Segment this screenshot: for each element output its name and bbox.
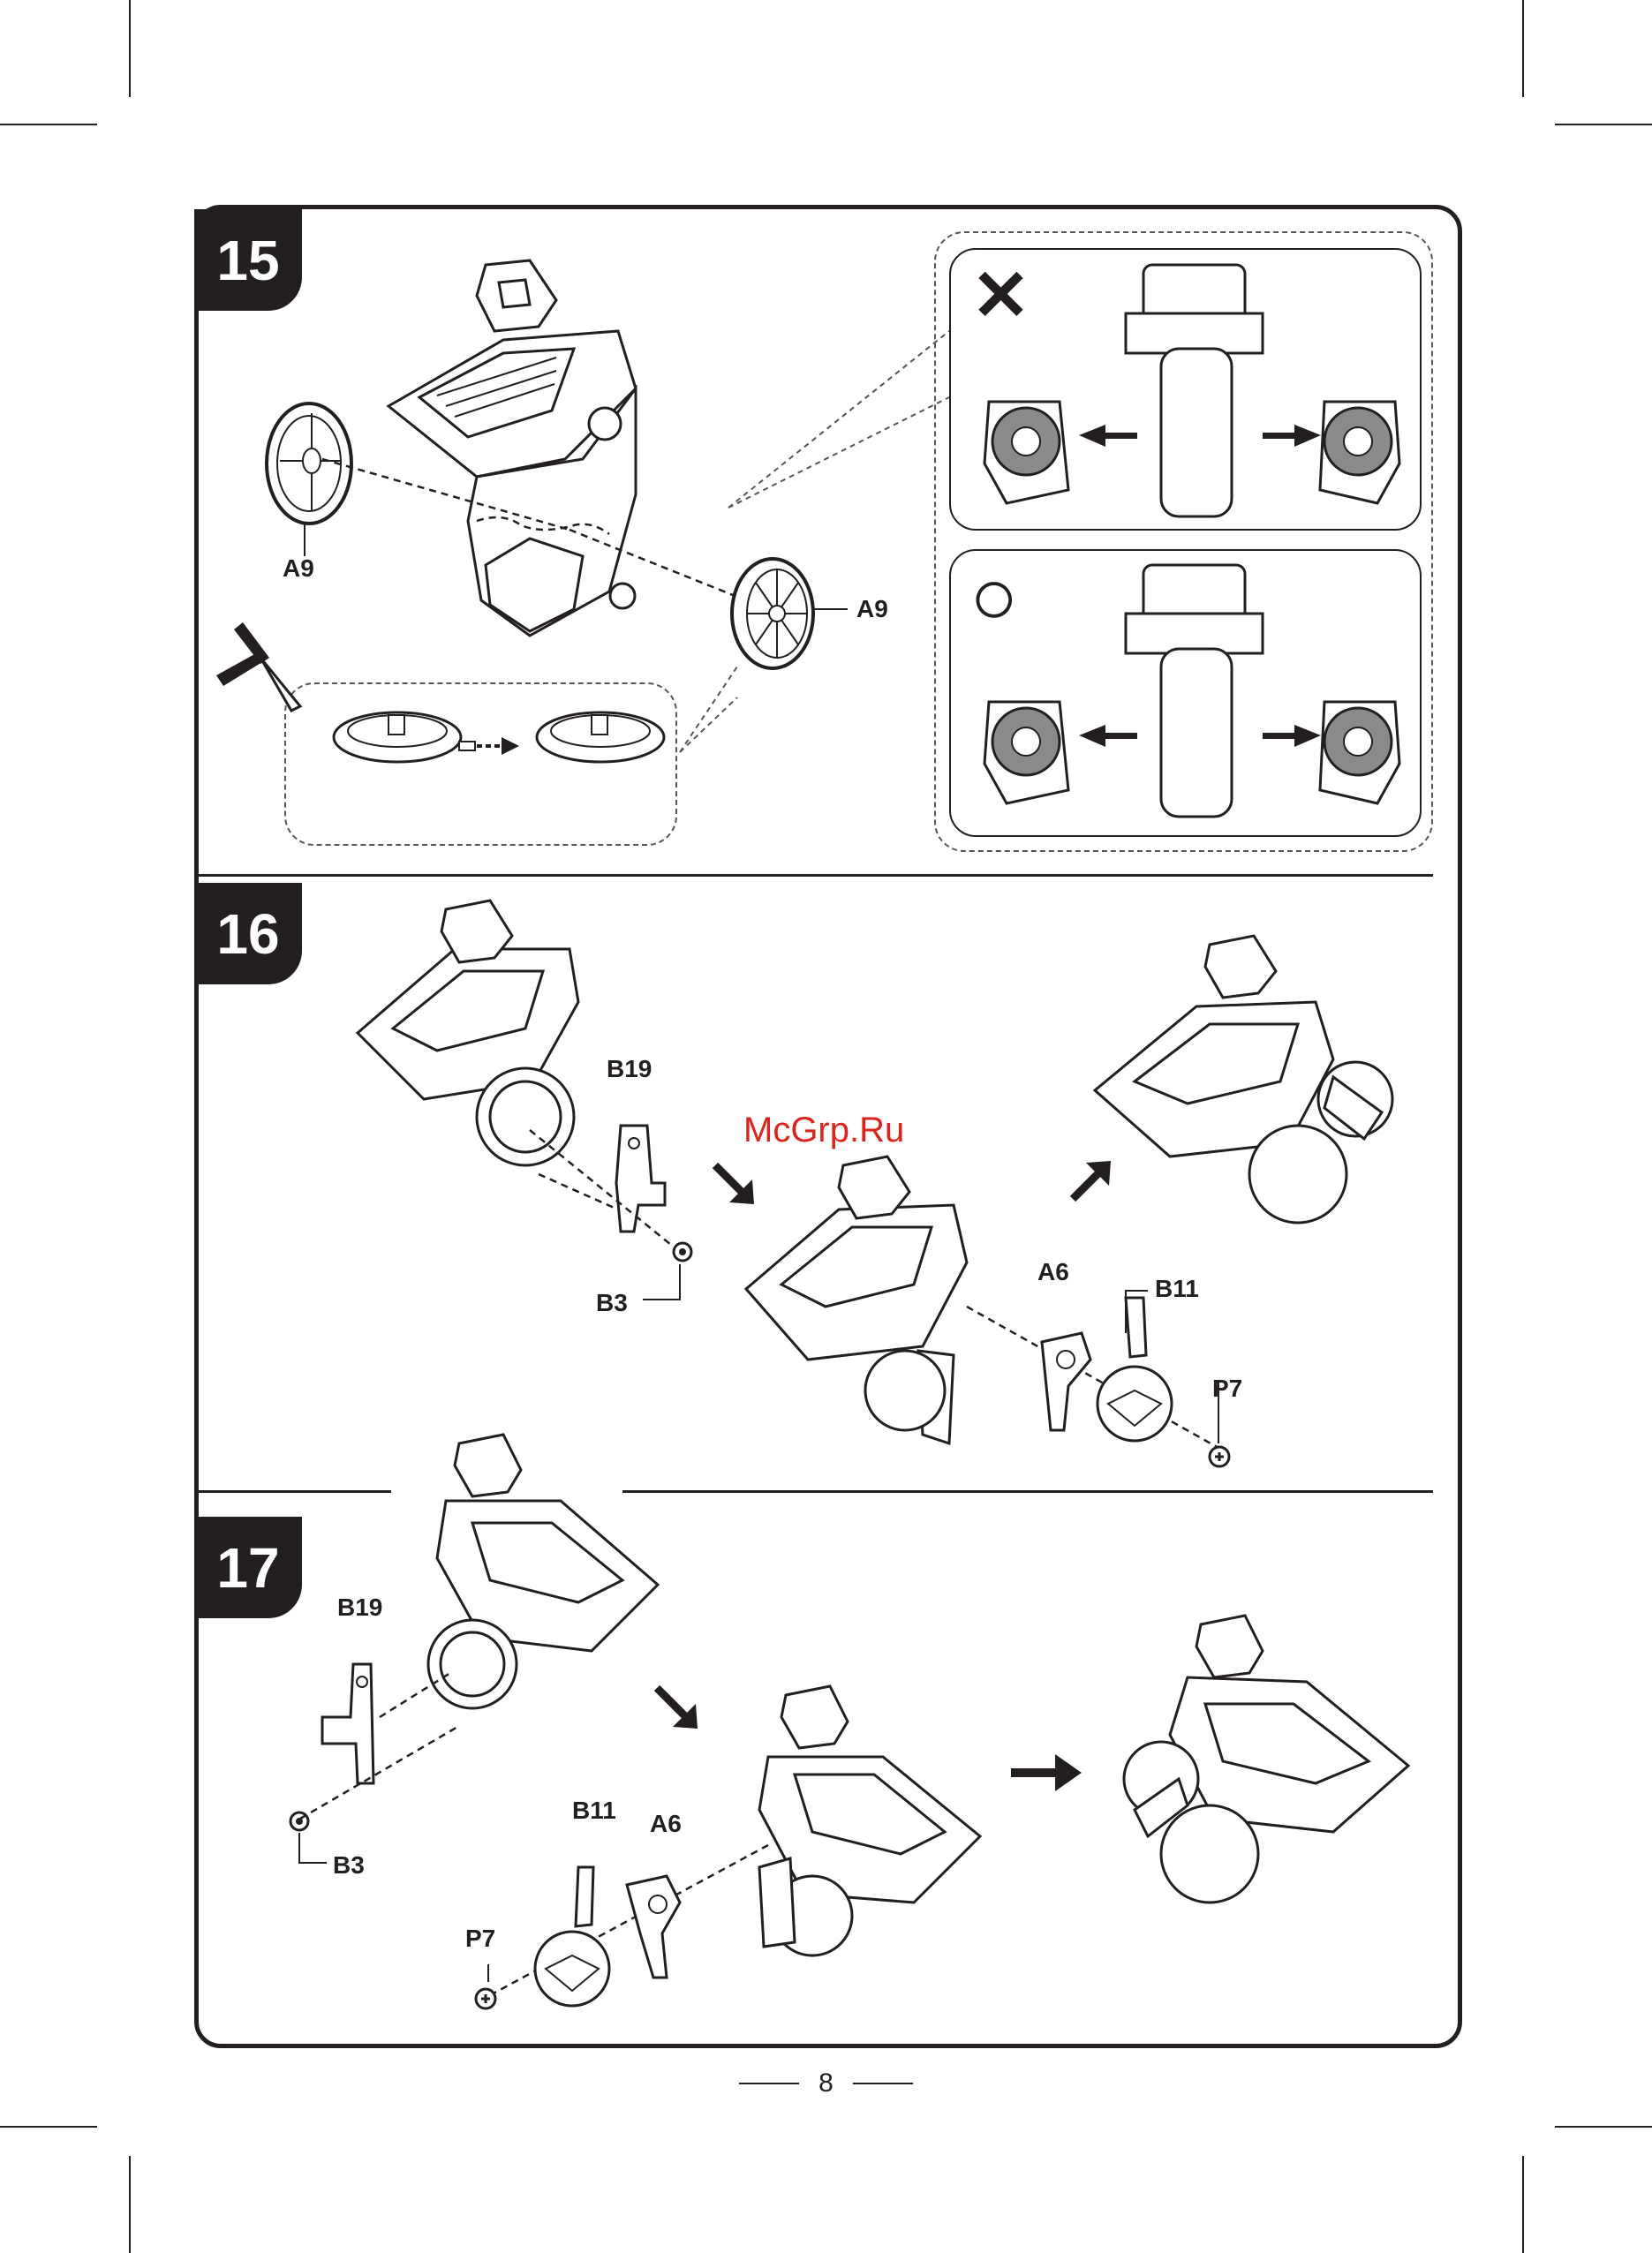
part-label-b11-step17: B11 <box>572 1797 616 1825</box>
page-number-rule-right <box>853 2083 913 2084</box>
next-arrow <box>655 1686 699 1730</box>
part-label-p7-step17: P7 <box>465 1925 495 1953</box>
page-number-rule-left <box>739 2083 799 2084</box>
screw-p7-step17 <box>473 1986 498 2011</box>
page-number-row: 8 <box>0 2068 1652 2099</box>
arm-b11-step17 <box>530 1863 614 2017</box>
watermark-text: McGrp.Ru <box>743 1111 904 1150</box>
page-number: 8 <box>818 2068 834 2099</box>
robot-step17-middle <box>724 1677 989 1969</box>
robot-step17-result <box>1117 1589 1417 1925</box>
next-arrow <box>1011 1752 1082 1793</box>
part-label-a6-step17: A6 <box>650 1810 682 1838</box>
cam-a6-step17 <box>618 1867 689 1982</box>
